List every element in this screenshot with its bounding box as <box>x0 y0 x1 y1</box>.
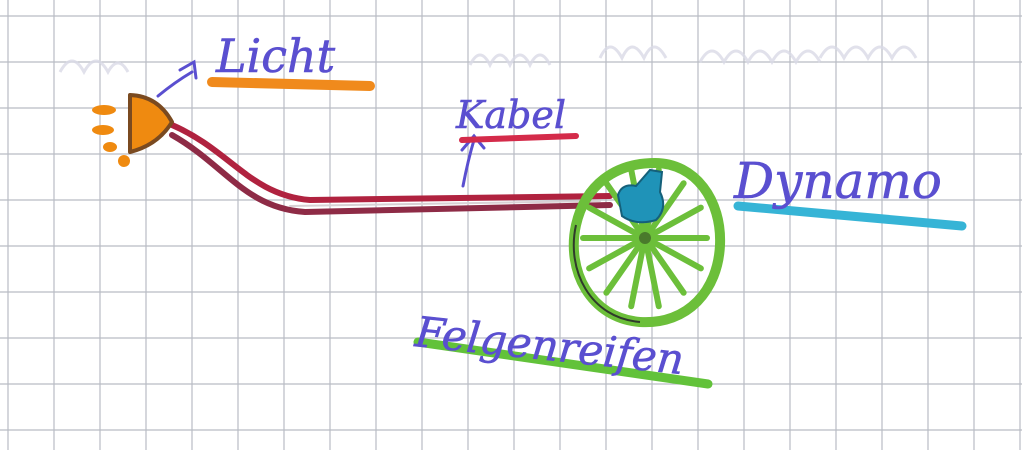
label-kabel: Kabel <box>455 93 566 137</box>
label-dynamo: Dynamo <box>733 152 942 210</box>
label-licht: Licht <box>215 29 336 83</box>
